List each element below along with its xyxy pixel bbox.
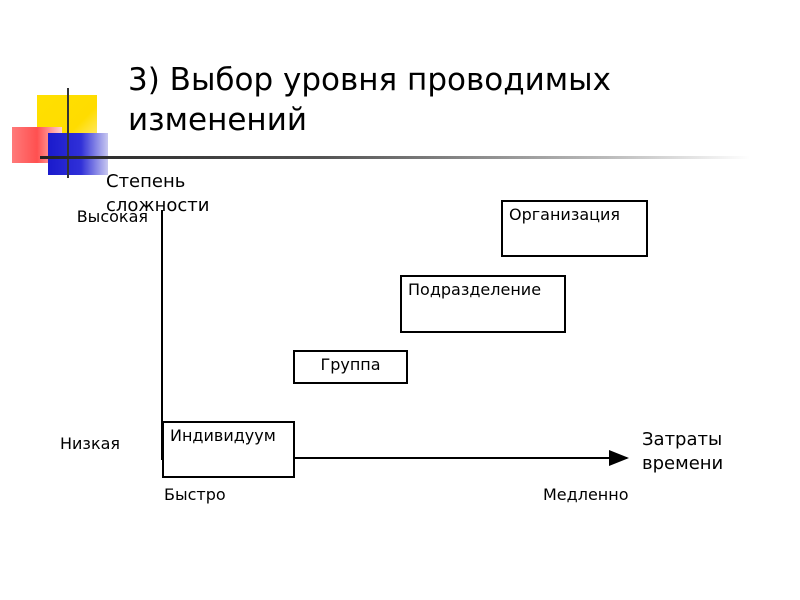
y-axis-high-label: Высокая: [76, 207, 148, 226]
level-box-department: Подразделение: [400, 275, 566, 333]
x-axis-slow-label: Медленно: [543, 485, 629, 504]
level-box-individual: Индивидуум: [162, 421, 295, 478]
slide-title: 3) Выбор уровня проводимых изменений: [128, 62, 611, 138]
decorative-vertical-line: [67, 88, 69, 178]
level-box-group: Группа: [293, 350, 408, 384]
x-axis-fast-label: Быстро: [164, 485, 226, 504]
decorative-blue-square: [48, 133, 108, 175]
x-axis-label: Затраты времени: [642, 429, 724, 474]
y-axis-label: Степень сложности: [106, 171, 210, 216]
level-box-organization: Организация: [501, 200, 648, 257]
y-axis-low-label: Низкая: [60, 434, 121, 453]
title-underline: [40, 156, 750, 159]
